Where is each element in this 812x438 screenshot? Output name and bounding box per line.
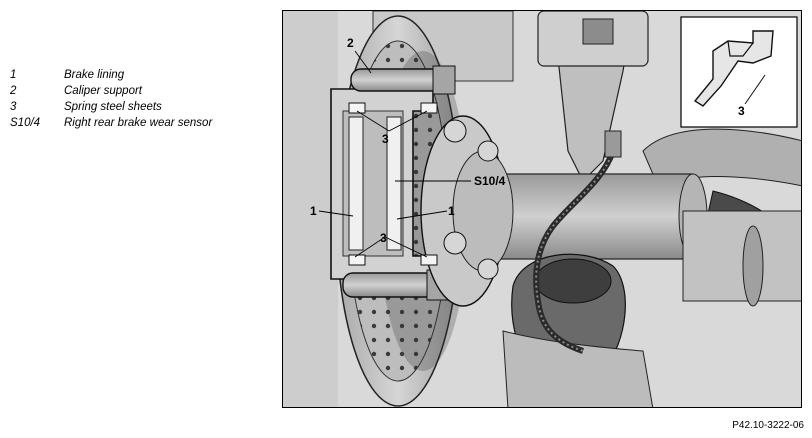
- guide-pin-top: [350, 65, 456, 95]
- callout-lining-left: 1: [310, 204, 317, 218]
- legend-item-caliper-support: 2 Caliper support: [10, 83, 212, 99]
- callout-spring-sheets-bottom: 3: [380, 231, 387, 245]
- callout-leaders: [318, 50, 471, 258]
- callout-spring-sheets-top: 3: [382, 132, 389, 146]
- callout-caliper-support: 2: [347, 36, 354, 50]
- lower-housing: [502, 253, 654, 407]
- legend-key: 3: [10, 101, 17, 113]
- legend-item-brake-wear-sensor: S10/4 Right rear brake wear sensor: [10, 115, 212, 131]
- inset-detail: [680, 16, 798, 128]
- figure-code: P42.10-3222-06: [732, 420, 804, 431]
- suspension-background: [283, 11, 801, 407]
- legend-key: S10/4: [10, 117, 41, 129]
- brake-assembly-figure: 2 3 S10/4 1 1 3 3: [282, 10, 802, 408]
- legend-item-spring-steel-sheets: 3 Spring steel sheets: [10, 99, 212, 115]
- brake-illustration: 2 3 S10/4 1 1 3 3: [283, 11, 801, 407]
- legend-desc: Right rear brake wear sensor: [64, 117, 213, 129]
- sensor-connector: [604, 130, 622, 158]
- brake-lining-left: [348, 116, 364, 251]
- spring-sheets: [348, 102, 438, 266]
- callout-lining-right: 1: [448, 204, 455, 218]
- brake-lining-right: [386, 116, 402, 251]
- callout-sensor: S10/4: [474, 174, 506, 188]
- legend: 1 Brake lining 2 Caliper support 3 Sprin…: [10, 67, 212, 131]
- wheel-hub: [420, 115, 514, 307]
- legend-desc: Caliper support: [64, 85, 142, 97]
- callout-inset-sheet: 3: [738, 104, 745, 118]
- legend-desc: Spring steel sheets: [64, 101, 162, 113]
- legend-desc: Brake lining: [64, 69, 125, 81]
- sensor-cable: [533, 149, 616, 354]
- legend-key: 2: [10, 85, 17, 97]
- legend-key: 1: [10, 69, 17, 81]
- caliper-support: [330, 88, 434, 280]
- legend-item-brake-lining: 1 Brake lining: [10, 67, 212, 83]
